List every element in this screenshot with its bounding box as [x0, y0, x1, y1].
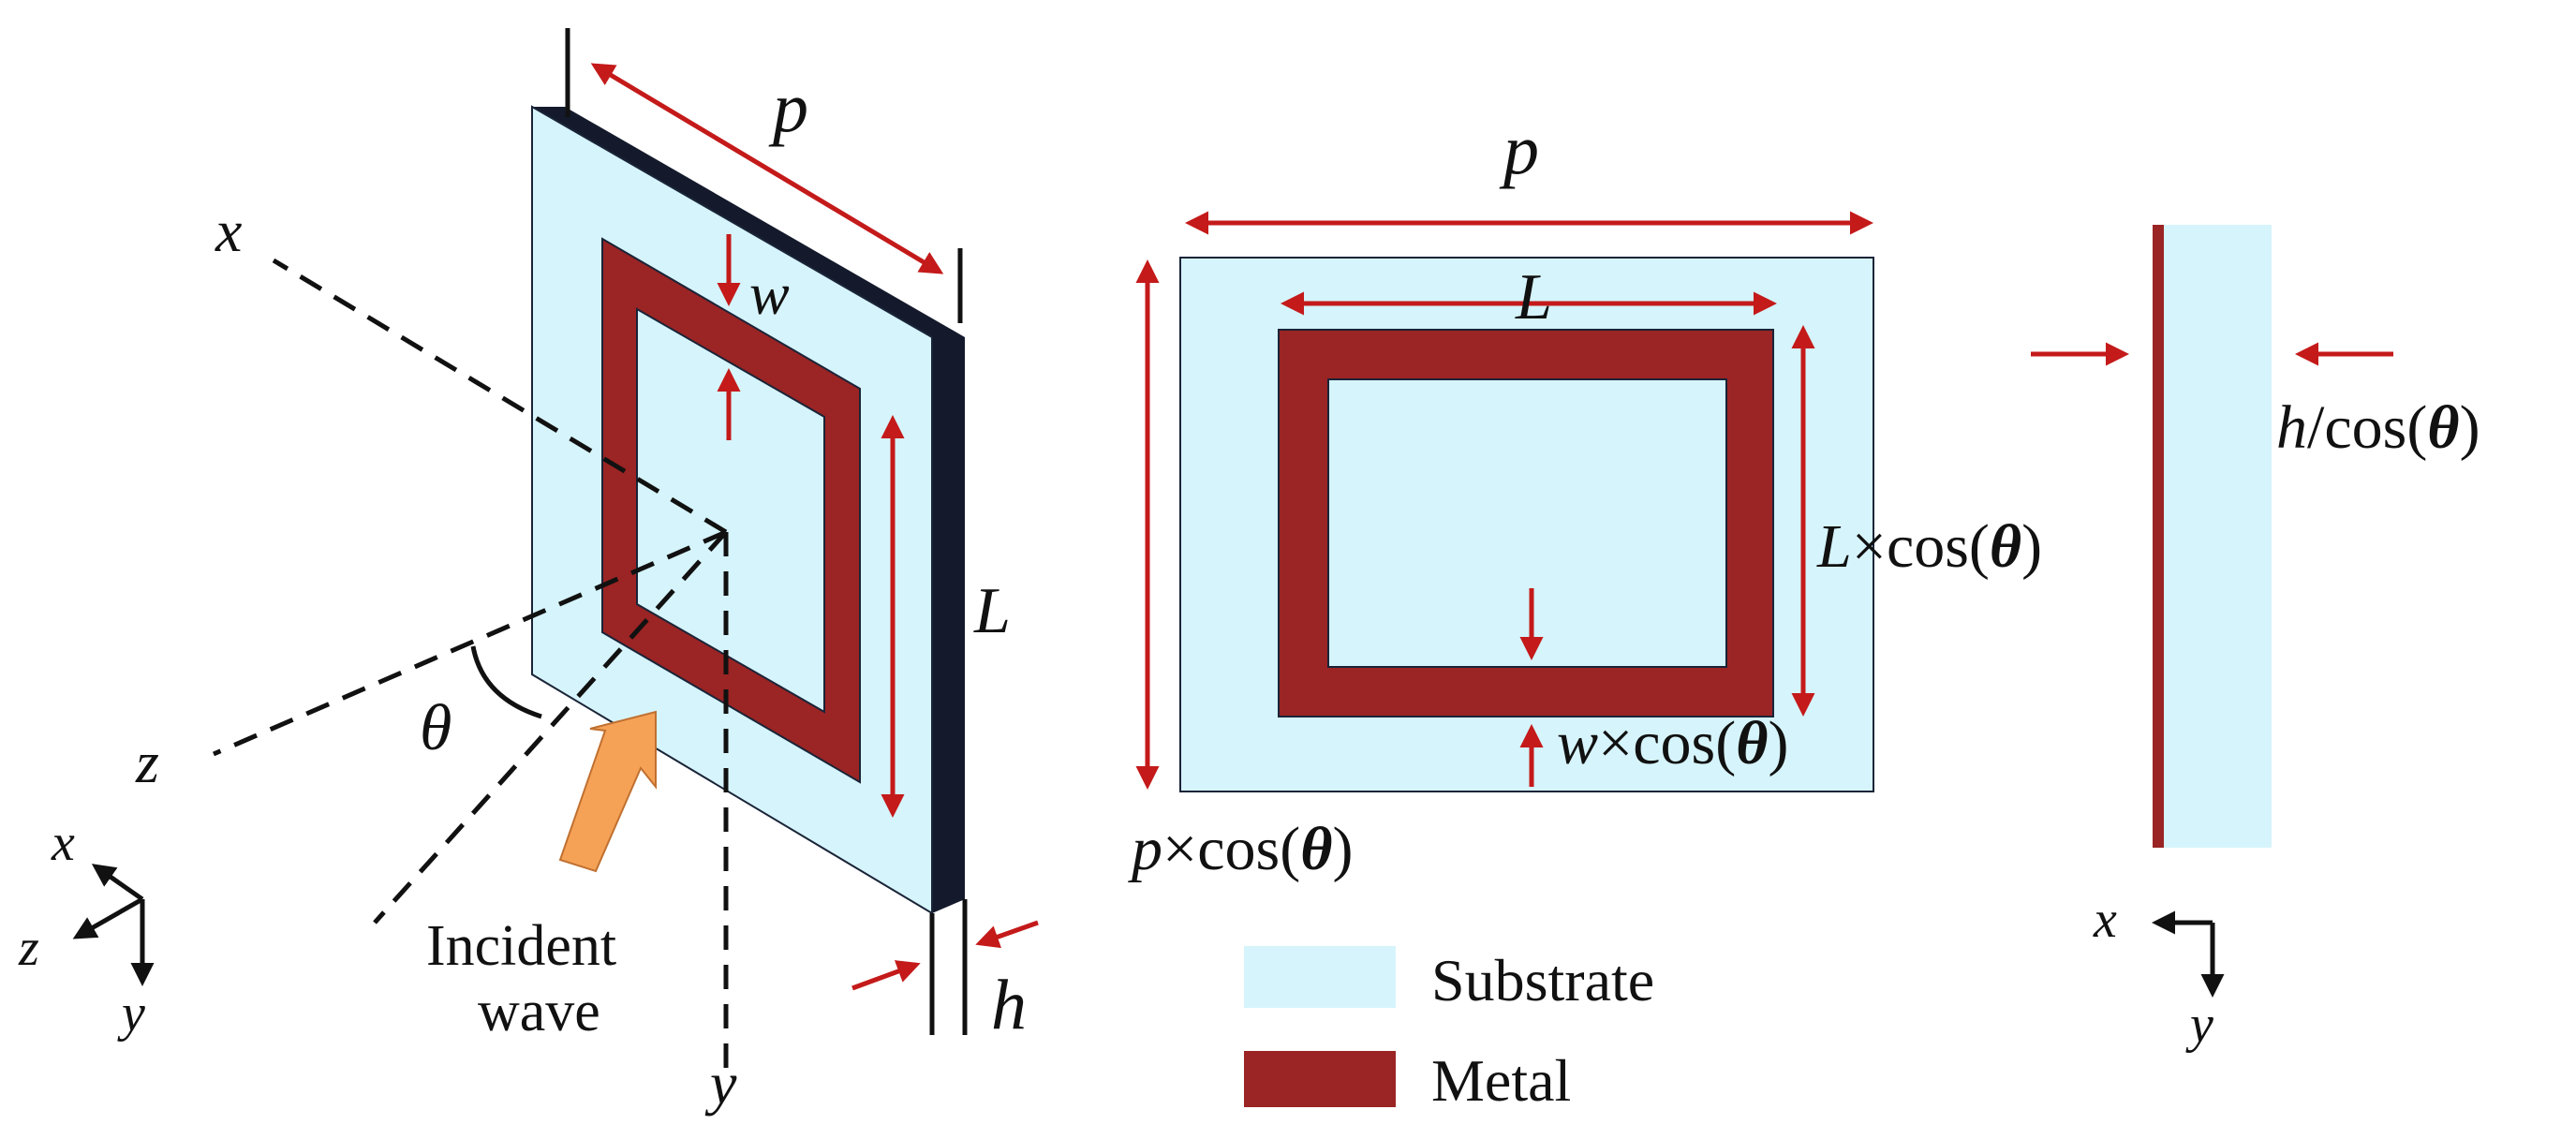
- p-dimension-arrow: [590, 63, 944, 274]
- triad-x-label: x: [51, 814, 75, 872]
- dashed-axes: [213, 258, 729, 1068]
- legend-substrate-label: Substrate: [1431, 947, 1654, 1013]
- triad-z-label: z: [18, 919, 39, 977]
- triad-z-arrow: [72, 896, 144, 939]
- theta-angle-arc: [470, 645, 542, 719]
- legend-metal-label: Metal: [1431, 1047, 1571, 1114]
- p-label: p: [768, 68, 808, 147]
- x-axis-line: [272, 258, 728, 535]
- coordinate-triad-iso: x y z: [18, 814, 155, 1043]
- legend-substrate-swatch: [1244, 946, 1396, 1008]
- h-arrow-left: [851, 960, 921, 991]
- x-axis-label: x: [215, 198, 242, 264]
- h-label: h: [991, 966, 1027, 1044]
- coordinate-triad-side: x y: [2093, 891, 2225, 1054]
- L-label: L: [973, 575, 1011, 647]
- triad-y-label: y: [117, 984, 145, 1043]
- incident-label-line2: wave: [478, 980, 600, 1043]
- projected-view: p L L×cos(θ) w×cos(θ) p×cos(θ): [1128, 111, 2042, 883]
- side-triad-y-label: y: [2185, 996, 2213, 1054]
- legend: Substrate Metal: [1244, 946, 1654, 1114]
- z-axis-label: z: [135, 729, 159, 795]
- side-triad-x-label: x: [2093, 891, 2117, 949]
- legend-metal-swatch: [1244, 1051, 1396, 1107]
- w-cos-theta-label: w×cos(θ): [1557, 709, 1788, 777]
- slab-right-edge: [932, 337, 965, 913]
- isometric-view: p w L h x y z θ Incident wave: [18, 28, 1039, 1117]
- h-arrow-right: [975, 920, 1039, 949]
- h-cos-theta-label: h/cos(θ): [2276, 393, 2480, 462]
- p-cos-theta-label: p×cos(θ): [1128, 815, 1353, 883]
- theta-label: θ: [420, 692, 452, 764]
- triad-x-arrow: [91, 864, 144, 902]
- metal-ring: [601, 237, 861, 784]
- w-label: w: [749, 260, 790, 327]
- y-axis-label: y: [704, 1050, 737, 1117]
- side-view: h/cos(θ) x y: [2031, 225, 2480, 1054]
- incident-direction-line: [373, 530, 728, 925]
- incident-wave-arrow: [558, 710, 657, 873]
- proj-L-label: L: [1515, 261, 1552, 333]
- z-axis-line: [213, 529, 727, 757]
- projected-metal-ring: [1278, 329, 1774, 717]
- side-substrate: [2164, 225, 2272, 848]
- L-cos-theta-label: L×cos(θ): [1816, 512, 2042, 581]
- side-metal-layer: [2153, 225, 2164, 848]
- incident-label-line1: Incident: [426, 914, 616, 978]
- proj-p-label: p: [1499, 111, 1539, 189]
